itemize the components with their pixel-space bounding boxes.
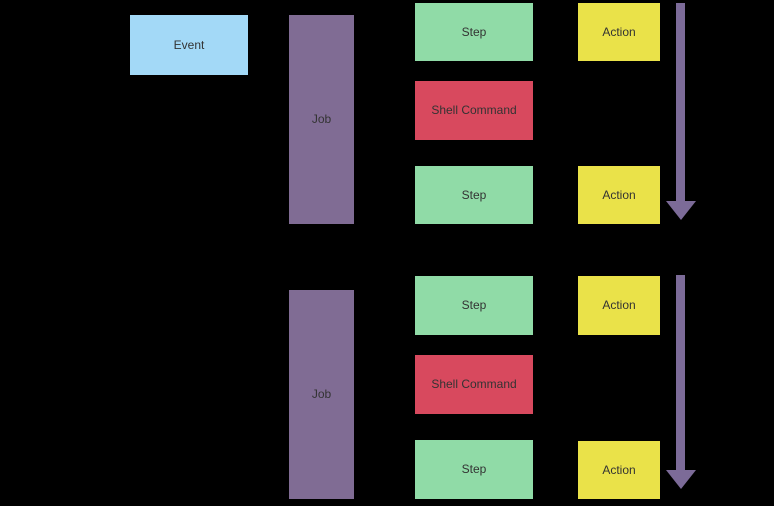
step-node: Step: [415, 3, 533, 61]
event-node: Event: [130, 15, 248, 75]
job-node: Job: [289, 15, 354, 224]
shell-command-node: Shell Command: [415, 355, 533, 414]
action-node: Action: [578, 441, 660, 499]
action-node: Action: [578, 166, 660, 224]
job-node: Job: [289, 290, 354, 499]
down-arrow-icon: [665, 275, 696, 489]
shell-command-node: Shell Command: [415, 81, 533, 140]
arrow-shaft: [676, 3, 685, 201]
arrow-head: [665, 470, 696, 489]
action-node: Action: [578, 276, 660, 335]
step-node: Step: [415, 276, 533, 335]
action-node: Action: [578, 3, 660, 61]
down-arrow-icon: [665, 3, 696, 220]
step-node: Step: [415, 166, 533, 224]
step-node: Step: [415, 440, 533, 499]
arrow-head: [665, 201, 696, 220]
arrow-shaft: [676, 275, 685, 470]
